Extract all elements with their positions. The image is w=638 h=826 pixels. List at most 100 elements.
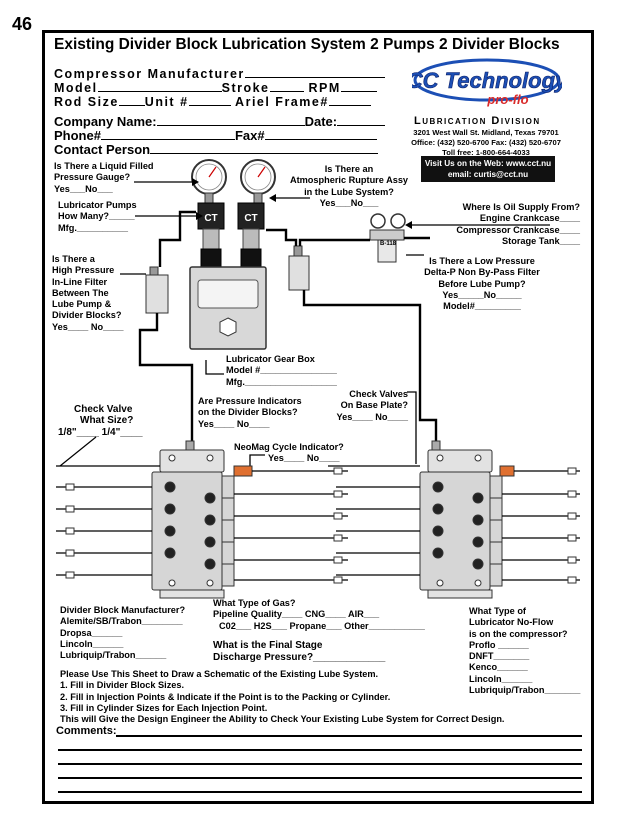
comment-line[interactable] [116,735,582,737]
divider-manufacturer-question[interactable]: Divider Block Manufacturer? Alemite/SB/T… [60,605,185,661]
q-line: Mfg.__________ [58,222,128,233]
q-line: Is There a Low Pressure [429,256,535,266]
q-line: 1/8"____ 1/4"____ [58,426,143,438]
divider-block-right [419,440,515,599]
q-line: Dropsa______ [60,627,123,638]
q-line: Yes____ No____ [336,411,408,422]
lubricator-pumps: CT CT [197,202,265,268]
oil-supply-question[interactable]: Where Is Oil Supply From? Engine Crankca… [414,202,580,247]
web-url[interactable]: Visit Us on the Web: www.cct.nu [424,159,552,168]
q-line: Atmospheric Rupture Assy [289,175,409,186]
unit-label: Unit # [144,95,189,109]
q-line: Model#_________ [443,301,521,312]
q-line: Discharge Pressure?_____________ [213,652,386,663]
q-line: Storage Tank____ [502,235,580,246]
neomag-question[interactable]: NeoMag Cycle Indicator? Yes____ No____ [234,442,344,465]
office-phone: Office: (432) 520-6700 Fax: (432) 520-67… [411,138,561,147]
q-line: Check Valve [74,404,133,415]
phone-field[interactable]: Phone#Fax# [54,128,377,143]
compressor-manufacturer-field[interactable]: Compressor Manufacturer [54,66,385,81]
rupture-question[interactable]: Is There an Atmospheric Rupture Assy in … [286,164,412,209]
contact-person-label: Contact Person [54,142,151,157]
q-line: Yes____ No____ [52,321,124,332]
instruction-line: This will Give the Design Engineer the A… [60,714,505,725]
q-line: Yes___No___ [319,197,379,208]
toll-free: Toll free: 1-800-664-4033 [442,148,530,157]
q-line: What Type of [469,606,526,616]
low-pressure-filter-body [288,245,310,291]
comment-line[interactable] [58,749,582,751]
model-label: Model [54,81,98,95]
q-line: Divider Block Manufacturer? [60,605,186,615]
model-field[interactable]: Model Stroke RPM [54,80,377,95]
q-line: Is There a Liquid Filled [54,161,154,171]
q-line: Divider Blocks? [52,310,122,321]
stroke-label: Stroke [221,81,270,95]
q-line: Proflo ______ [469,639,529,650]
q-line: NeoMag Cycle Indicator? [234,442,344,452]
dp-filter [369,213,406,263]
pumps-question[interactable]: Lubricator Pumps How Many?_____ Mfg.____… [58,200,137,234]
q-line: What is the Final Stage [213,640,323,651]
liquid-filled-question[interactable]: Is There a Liquid Filled Pressure Gauge?… [54,161,154,195]
q-line: Kenco______ [469,662,528,673]
logo-brand: CC Technology [412,68,562,93]
q-line: On Base Plate? [340,400,408,411]
hp-filter-question[interactable]: Is There a High Pressure In-Line Filter … [52,254,124,333]
q-line: Before Lube Pump? [438,278,526,289]
q-line: Alemite/SB/Trabon________ [60,616,183,627]
gas-type-question[interactable]: What Type of Gas? Pipeline Quality____ C… [213,598,425,632]
check-valve-question[interactable]: Check Valve What Size? 1/8"____ 1/4"____ [58,404,143,438]
page-number: 46 [12,14,33,34]
filter-tag: B-118 [380,241,397,247]
company-name-field[interactable]: Company Name: Date: [54,114,386,129]
q-line: What Size? [80,415,134,427]
contact-person-field[interactable]: Contact Person [54,142,379,157]
q-line: Between The [52,287,109,298]
q-line: Are Pressure Indicators [198,396,302,406]
q-line: Lubriquip/Trabon_______ [469,685,581,696]
q-line: High Pressure [52,265,115,276]
phone-label: Phone# [54,128,101,143]
q-line: DNFT_______ [469,651,530,662]
q-line: Where Is Oil Supply From? [462,202,580,212]
q-line: on the Divider Blocks? [198,407,298,418]
q-line: In-Line Filter [52,276,108,287]
divider-block-left [151,440,253,599]
rpm-label: RPM [308,81,341,95]
company-address: 3201 West Wall St. Midland, Texas 79701 … [398,128,574,158]
pressure-indicator-question[interactable]: Are Pressure Indicators on the Divider B… [198,396,302,430]
svg-text:CT: CT [204,213,217,224]
comment-line[interactable] [58,777,582,779]
instruction-line: 3. Fill in Cylinder Sizes for Each Injec… [60,702,268,713]
instruction-line: Please Use This Sheet to Draw a Schemati… [60,669,379,679]
company-name-label: Company Name: [54,114,157,129]
date-label: Date: [304,114,338,129]
svg-text:CT: CT [244,213,257,224]
web-box: Visit Us on the Web: www.cct.nu email: c… [421,156,555,182]
lp-filter-question[interactable]: Is There a Low Pressure Delta-P Non By-P… [414,256,550,312]
gearbox-question[interactable]: Lubricator Gear Box Model #_____________… [226,354,337,388]
pressure-gauge-right [240,159,276,208]
q-line: Lubriquip/Trabon______ [60,650,167,661]
q-line: Compressor Crankcase____ [456,224,580,235]
q-line: Lincoln______ [469,673,533,684]
q-line: Lubricator No-Flow [469,617,554,628]
noflow-question[interactable]: What Type of Lubricator No-Flow is on th… [469,606,580,696]
gear-box [189,266,267,350]
check-base-question[interactable]: Check Valves On Base Plate? Yes____ No__… [334,389,408,423]
comment-line[interactable] [58,791,582,793]
ariel-frame-label: Ariel Frame# [235,95,329,109]
q-line: Lincoln______ [60,638,124,649]
pressure-gauge-left [191,159,227,208]
comment-line[interactable] [58,763,582,765]
q-line: How Many?_____ [58,211,135,222]
discharge-question[interactable]: What is the Final Stage Discharge Pressu… [213,640,385,664]
q-line: Pressure Gauge? [54,172,131,183]
q-line: is on the compressor? [469,628,568,639]
instruction-line: 1. Fill in Divider Block Sizes. [60,680,185,691]
email-address[interactable]: email: curtis@cct.nu [447,170,529,179]
q-line: Model #_______________ [226,365,337,376]
